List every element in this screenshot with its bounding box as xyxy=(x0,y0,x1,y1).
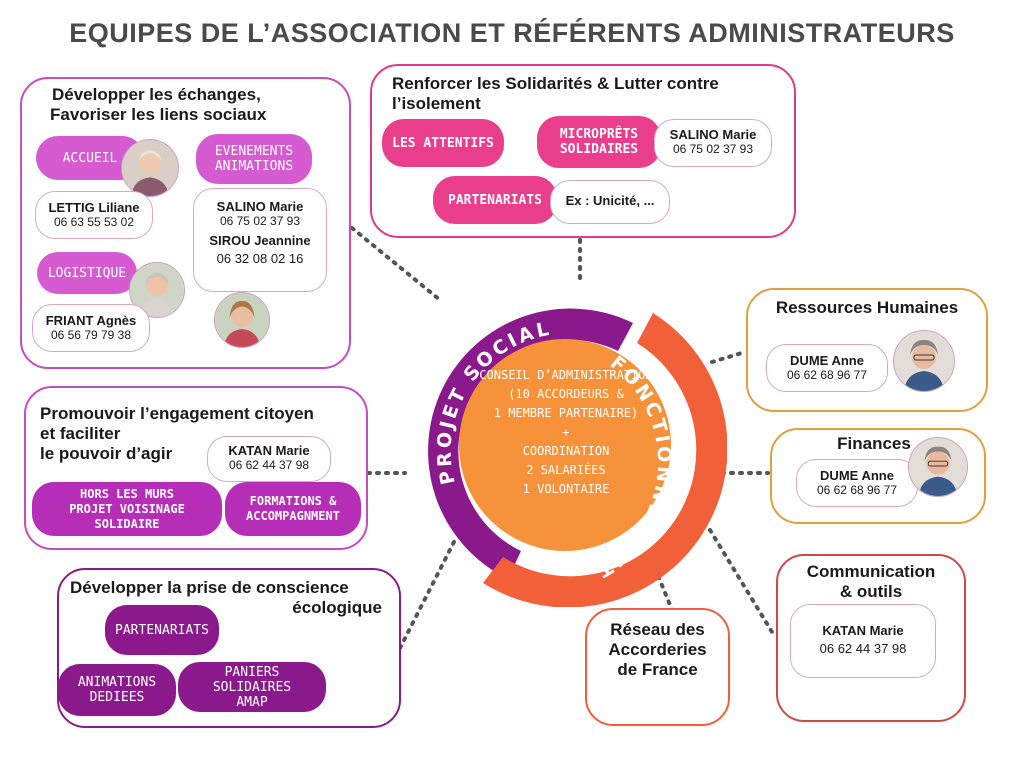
page-title: EQUIPES DE L’ASSOCIATION ET RÉFÉRENTS AD… xyxy=(69,18,955,48)
avatar-lettig xyxy=(121,139,179,197)
contact-phone: 06 62 44 37 98 xyxy=(819,641,907,656)
contact-salino-sirou: SALINO Marie 06 75 02 37 93 SIROU Jeanni… xyxy=(193,188,327,292)
formations-pill: FORMATIONS & ACCOMPAGNMENT xyxy=(225,482,361,536)
contact-name: KATAN Marie xyxy=(822,623,904,638)
contact-phone: 06 75 02 37 93 xyxy=(672,142,754,156)
center-text: CONSEIL D’ADMINISTRATION (10 ACCORDEURS … xyxy=(466,364,666,501)
heading-line: le pouvoir d’agir xyxy=(40,444,173,463)
reseau-box xyxy=(585,608,730,726)
heading-line: Renforcer les Solidarités & Lutter contr… xyxy=(392,74,719,93)
avatar-dume-rh xyxy=(893,330,955,392)
contact-dume-finances: DUME Anne 06 62 68 96 77 xyxy=(796,459,918,507)
heading-line: & outils xyxy=(839,582,903,601)
contact-name: SIROU Jeannine xyxy=(209,233,311,248)
contact-katan-citoyen: KATAN Marie 06 62 44 37 98 xyxy=(207,436,331,482)
center-line: COORDINATION xyxy=(522,444,610,458)
contact-salino-solidarites: SALINO Marie 06 75 02 37 93 xyxy=(654,119,772,167)
heading-line: et faciliter xyxy=(40,424,121,443)
attentifs-pill: LES ATTENTIFS xyxy=(382,119,504,167)
contact-phone: 06 32 08 02 16 xyxy=(216,251,304,266)
contact-phone: 06 56 79 79 38 xyxy=(50,328,132,342)
contact-name: KATAN Marie xyxy=(228,443,310,458)
reseau-heading: Réseau des Accorderies de France xyxy=(585,620,730,680)
ecologie-heading: Développer la prise de conscience écolog… xyxy=(70,578,382,618)
partenariats-solidarites-pill: PARTENARIATS xyxy=(433,176,557,224)
echanges-heading: Développer les échanges, Favoriser les l… xyxy=(50,85,310,125)
contact-phone: 06 75 02 37 93 xyxy=(219,214,301,228)
fonctionnement-arc xyxy=(483,313,727,607)
heading-line: Développer la prise de conscience xyxy=(70,578,349,597)
heading-line: Réseau des xyxy=(610,620,705,639)
communication-heading: Communication & outils xyxy=(776,562,966,602)
rh-heading: Ressources Humaines xyxy=(775,298,959,317)
center-line: 1 MEMBRE PARTENAIRE) xyxy=(493,406,639,420)
contact-phone: 06 62 68 96 77 xyxy=(786,368,868,382)
center-line: (10 ACCORDEURS & xyxy=(508,387,624,401)
center-line: + xyxy=(562,425,570,439)
contact-phone: 06 62 44 37 98 xyxy=(228,458,310,472)
avatar-dume-finances xyxy=(908,437,968,497)
heading-line: écologique xyxy=(292,598,382,617)
center-line: 1 VOLONTAIRE xyxy=(522,482,610,496)
center-line: CONSEIL D’ADMINISTRATION xyxy=(479,368,653,382)
center-circle xyxy=(459,339,671,551)
logistique-pill: LOGISTIQUE xyxy=(37,252,137,294)
finances-heading: Finances xyxy=(837,434,911,453)
paniers-pill: PANIERS SOLIDAIRES AMAP xyxy=(178,662,326,712)
central-ring: PROJET SOCIAL FONCTIONNEMENT xyxy=(428,308,727,607)
citoyen-heading: Promouvoir l’engagement citoyen et facil… xyxy=(40,404,360,464)
heading-line: Promouvoir l’engagement citoyen xyxy=(40,404,314,423)
animations-pill: ANIMATIONS DEDIEES xyxy=(58,664,176,716)
contact-name: DUME Anne xyxy=(790,353,864,368)
microprets-pill: MICROPRÊTS SOLIDAIRES xyxy=(537,116,661,168)
avatar-sirou xyxy=(214,292,270,348)
heading-line: Favoriser les liens sociaux xyxy=(50,105,267,124)
solidarites-heading: Renforcer les Solidarités & Lutter contr… xyxy=(392,74,792,114)
contact-name: SALINO Marie xyxy=(216,199,304,214)
example-box: Ex : Unicité, ... xyxy=(550,180,670,224)
heading-line: de France xyxy=(617,660,698,679)
contact-name: SALINO Marie xyxy=(669,127,757,142)
contact-name: FRIANT Agnès xyxy=(45,313,137,328)
hors-murs-pill: HORS LES MURS PROJET VOISINAGE SOLIDAIRE xyxy=(32,482,222,536)
contact-name: DUME Anne xyxy=(820,468,894,483)
heading-line: Accorderies xyxy=(608,640,707,659)
contact-phone: 06 63 55 53 02 xyxy=(53,215,135,229)
evenements-pill: EVENEMENTS ANIMATIONS xyxy=(196,134,312,184)
contact-lettig: LETTIG Liliane 06 63 55 53 02 xyxy=(35,191,153,239)
contact-name: LETTIG Liliane xyxy=(48,200,140,215)
projet-social-arc xyxy=(428,308,633,579)
contact-katan-communication: KATAN Marie 06 62 44 37 98 xyxy=(790,604,936,678)
heading-line: Communication xyxy=(806,562,936,581)
example-text: Ex : Unicité, ... xyxy=(565,193,655,208)
contact-friant: FRIANT Agnès 06 56 79 79 38 xyxy=(32,304,150,352)
avatar-friant xyxy=(129,262,185,318)
heading-line: Développer les échanges, xyxy=(52,85,261,104)
heading-line: l’isolement xyxy=(392,94,481,113)
contact-phone: 06 62 68 96 77 xyxy=(816,483,898,497)
contact-dume-rh: DUME Anne 06 62 68 96 77 xyxy=(766,344,888,392)
partenariats-ecologie-pill: PARTENARIATS xyxy=(105,605,219,655)
center-line: 2 SALARIÉES xyxy=(526,463,606,477)
